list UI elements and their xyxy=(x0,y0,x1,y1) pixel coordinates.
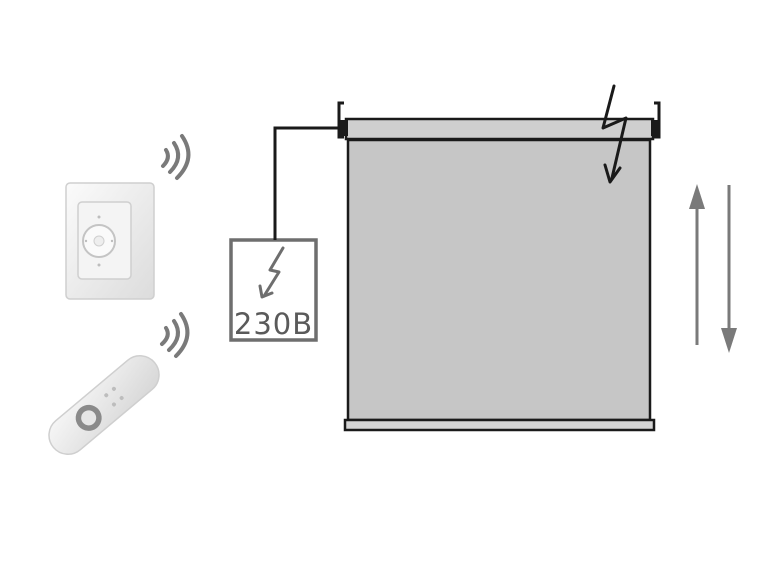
left-mounting-bracket xyxy=(337,101,348,139)
power-cable xyxy=(273,126,343,240)
remote-control-icon xyxy=(48,355,160,455)
voltage-label: 230B xyxy=(234,307,313,341)
blind-fabric xyxy=(346,138,652,422)
roller-tube xyxy=(344,117,655,141)
lightning-bolt-icon xyxy=(258,246,285,299)
arrow-up-icon xyxy=(689,184,705,345)
bottom-bar xyxy=(343,418,656,432)
wall-switch-icon xyxy=(65,182,155,300)
right-mounting-bracket xyxy=(651,101,661,139)
arrow-down-icon xyxy=(721,185,737,353)
wireless-signal-icon xyxy=(160,312,190,358)
roller-blind xyxy=(337,101,661,432)
lightning-bolt-icon xyxy=(601,84,628,184)
wireless-signal-icon xyxy=(161,134,191,180)
power-supply-box: 230B xyxy=(229,238,318,342)
